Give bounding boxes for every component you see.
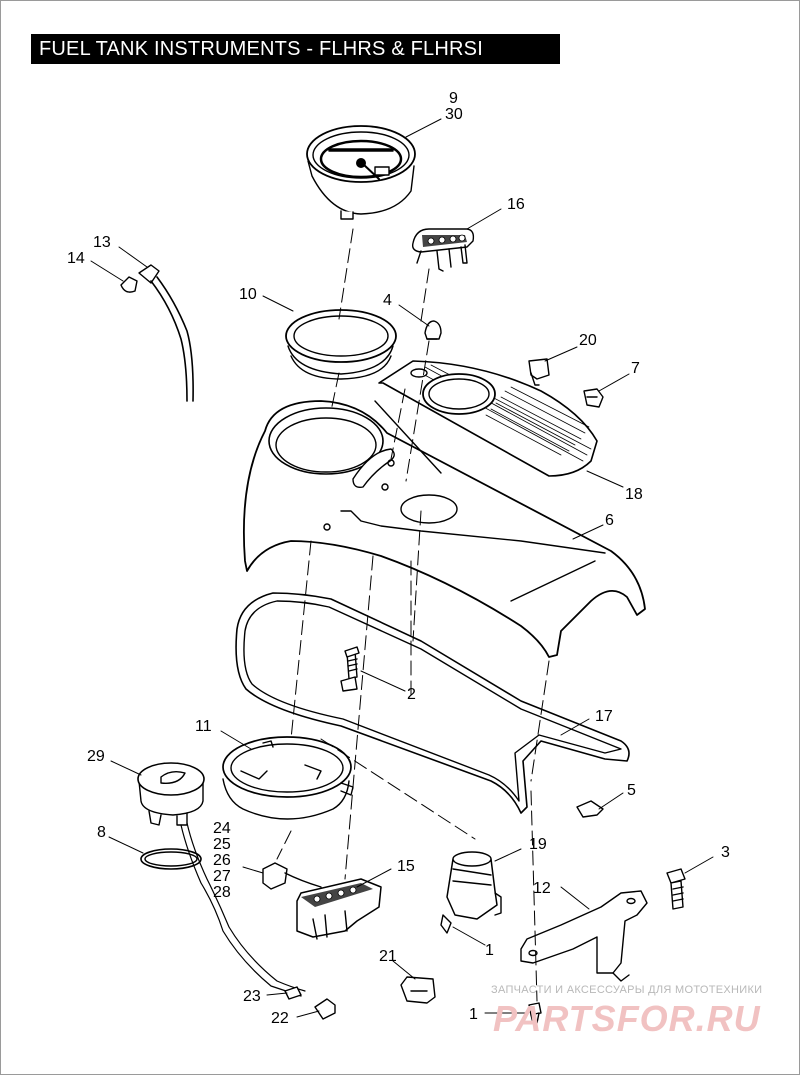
callout-22: 22 (271, 1010, 289, 1027)
callout-10: 10 (239, 286, 257, 303)
callout-19: 19 (529, 836, 547, 853)
switch-module[interactable] (262, 862, 382, 940)
callout-17: 17 (595, 708, 613, 725)
callout-6: 6 (605, 512, 614, 529)
watermark-tagline: ЗАПЧАСТИ И АКСЕССУАРЫ ДЛЯ МОТОТЕХНИКИ (491, 984, 762, 996)
indicator-lamp[interactable] (120, 264, 194, 402)
callout-24: 24 (213, 820, 231, 837)
callout-29: 29 (87, 748, 105, 765)
bolt-part-2[interactable] (340, 646, 360, 692)
callout-16: 16 (507, 196, 525, 213)
callout-7: 7 (631, 360, 640, 377)
callout-1-lower: 1 (469, 1006, 478, 1023)
speedometer-gauge[interactable] (306, 125, 416, 220)
switch-housing[interactable] (411, 228, 475, 272)
callout-23: 23 (243, 988, 261, 1005)
screw-part-3[interactable] (666, 868, 686, 910)
callout-4: 4 (383, 292, 392, 309)
screw-part-1-bottom[interactable] (528, 1002, 542, 1024)
callout-11: 11 (195, 718, 212, 735)
lamp-socket[interactable] (137, 762, 306, 997)
callout-14: 14 (67, 250, 85, 267)
callout-5: 5 (627, 782, 636, 799)
callout-20: 20 (579, 332, 597, 349)
clip-part-21[interactable] (400, 976, 436, 1004)
callout-8: 8 (97, 824, 106, 841)
callout-3: 3 (721, 844, 730, 861)
console-gasket[interactable] (235, 592, 630, 814)
clip-part-5[interactable] (576, 800, 604, 818)
assembly-lines (276, 228, 550, 1002)
clip-part-7[interactable] (583, 388, 604, 408)
watermark-logo: PARTSFOR.RU (493, 998, 761, 1039)
callout-13: 13 (93, 234, 111, 251)
callout-1-upper: 1 (485, 942, 494, 959)
callout-25: 25 (213, 836, 231, 853)
gauge-gasket[interactable] (285, 309, 397, 380)
callout-21: 21 (379, 948, 397, 965)
mounting-bracket[interactable] (520, 890, 648, 982)
callout-18: 18 (625, 486, 643, 503)
page-title: FUEL TANK INSTRUMENTS - FLHRS & FLHRSI (31, 34, 560, 64)
leader-lines (90, 118, 714, 1018)
callout-27: 27 (213, 868, 231, 885)
gauge-cup[interactable] (222, 736, 354, 820)
relay-module[interactable] (440, 851, 502, 934)
callout-9: 9 (449, 90, 458, 107)
callout-15: 15 (397, 858, 415, 875)
callout-28: 28 (213, 884, 231, 901)
connector-22-23[interactable] (284, 986, 336, 1020)
dash-trim-panel[interactable] (378, 360, 598, 477)
o-ring[interactable] (140, 848, 202, 870)
callout-labels: 9 30 16 13 14 10 4 20 7 18 6 2 17 11 29 … (67, 90, 730, 1027)
console-body[interactable] (242, 400, 646, 658)
callout-30: 30 (445, 106, 463, 123)
callout-26: 26 (213, 852, 231, 869)
watermark: ЗАПЧАСТИ И АКСЕССУАРЫ ДЛЯ МОТОТЕХНИКИ PA… (491, 984, 762, 1039)
clip-part-20[interactable] (528, 358, 550, 386)
callout-12: 12 (533, 880, 551, 897)
bulb-part[interactable] (424, 320, 442, 340)
callout-2: 2 (407, 686, 416, 703)
